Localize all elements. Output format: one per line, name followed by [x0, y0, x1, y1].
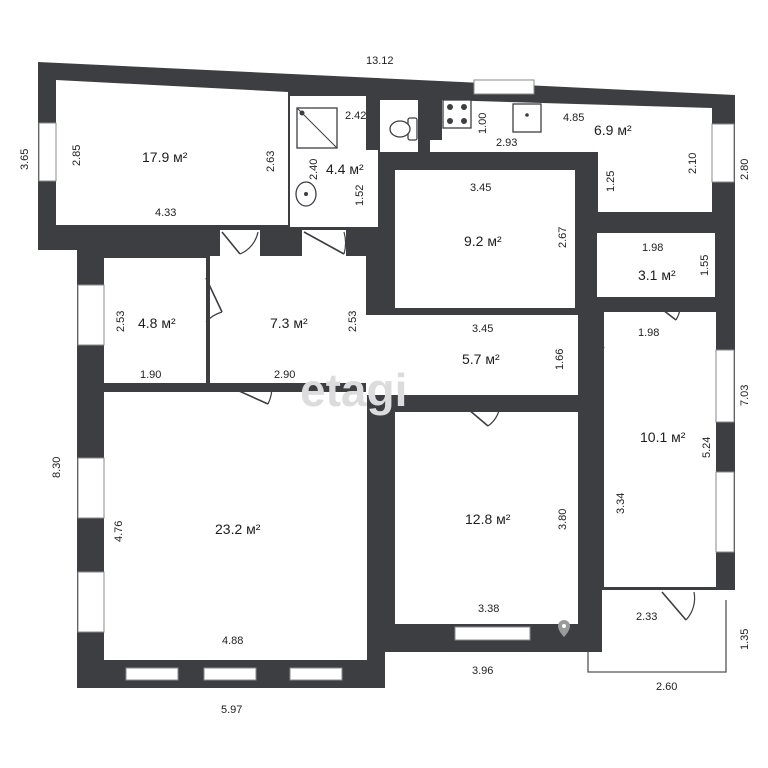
area-closet: 4.8 м²: [138, 315, 176, 331]
dim-kitchen-top: 4.85: [563, 112, 584, 124]
dim-closet-left: 2.53: [115, 311, 127, 332]
bathroom-lower: [366, 150, 378, 227]
dim-room-b-top: 3.45: [470, 182, 491, 194]
windows: [38, 79, 735, 681]
dim-storage-right: 1.55: [699, 255, 711, 276]
dim-room-c-left: 3.34: [615, 493, 627, 514]
storage-3-1[interactable]: [597, 233, 715, 297]
dim-room-c-bottom: 2.33: [636, 611, 657, 623]
dim-storage-bottom: 1.98: [638, 327, 659, 339]
dim-bathroom-left: 2.40: [308, 159, 320, 180]
area-bathroom: 4.4 м²: [326, 161, 364, 177]
dim-room-a-right: 2.63: [265, 151, 277, 172]
area-storage: 3.1 м²: [638, 267, 676, 283]
toilet-icon: [389, 117, 418, 141]
area-room-a: 17.9 м²: [142, 149, 188, 165]
dim-room-d-right: 3.80: [557, 509, 569, 530]
dim-outer-right-mid: 7.03: [739, 385, 751, 406]
dim-corridor-top: 3.45: [472, 323, 493, 335]
area-kitchen: 6.9 м²: [594, 122, 632, 138]
dim-living-bottom: 4.88: [222, 635, 243, 647]
area-hall: 7.3 м²: [270, 315, 308, 331]
dim-kitchen-right: 2.10: [687, 153, 699, 174]
dim-room-c-right: 5.24: [701, 437, 713, 458]
room-9-2[interactable]: [395, 170, 575, 308]
kitchen-sink-icon: [512, 103, 542, 133]
area-room-b: 9.2 м²: [464, 233, 502, 249]
dim-hall-bottom: 2.90: [274, 369, 295, 381]
dim-outer-bottom-balcony: 2.60: [656, 681, 677, 693]
watermark: etagi: [300, 364, 407, 416]
area-living: 23.2 м²: [215, 521, 261, 537]
dim-outer-right-balcony: 1.35: [739, 629, 751, 650]
dim-outer-top: 13.12: [366, 55, 394, 67]
area-corridor: 5.7 м²: [462, 351, 500, 367]
dim-outer-bottom-mid: 3.96: [472, 665, 493, 677]
dim-storage-top: 1.98: [642, 242, 663, 254]
dim-living-left: 4.76: [113, 521, 125, 542]
dim-room-a-bottom: 4.33: [155, 207, 176, 219]
corridor-5-7[interactable]: [366, 315, 578, 395]
closet-4-8[interactable]: [104, 258, 206, 383]
dim-kitchen-inner: 1.25: [605, 171, 617, 192]
dim-outer-left-top: 3.65: [19, 149, 31, 170]
dim-room-a-left: 2.85: [71, 145, 83, 166]
dim-bathroom-top: 2.42: [345, 110, 366, 122]
room-10-1[interactable]: [604, 312, 716, 587]
dim-hall-right: 2.53: [347, 311, 359, 332]
living-23-2[interactable]: [104, 392, 367, 660]
dim-outer-bottom-left: 5.97: [221, 704, 242, 716]
shower-icon: [296, 107, 338, 149]
dim-closet-bottom: 1.90: [140, 369, 161, 381]
area-room-c: 10.1 м²: [640, 429, 686, 445]
dim-room-b-right: 2.67: [557, 227, 569, 248]
dim-corridor-right: 1.66: [554, 349, 566, 370]
hall-7-3[interactable]: [210, 256, 366, 383]
dim-bathroom-right: 1.52: [354, 185, 366, 206]
area-room-d: 12.8 м²: [465, 511, 511, 527]
doors: [205, 231, 696, 621]
room-12-8[interactable]: [395, 412, 578, 624]
dim-outer-left-bottom: 8.30: [51, 457, 63, 478]
dim-outer-right-top: 2.80: [739, 159, 751, 180]
kitchen-6-9[interactable]: [442, 100, 712, 212]
dim-kitchen-left: 1.00: [477, 113, 489, 134]
stove-icon: [442, 99, 472, 129]
balcony: [587, 600, 727, 673]
location-pin-icon: [558, 620, 570, 637]
kitchen-passage: [430, 140, 530, 152]
dim-room-d-bottom: 3.38: [478, 603, 499, 615]
room-17-9[interactable]: [56, 80, 288, 225]
dim-kitchen-bottom: 2.93: [496, 137, 517, 149]
sink-icon: [295, 181, 317, 207]
